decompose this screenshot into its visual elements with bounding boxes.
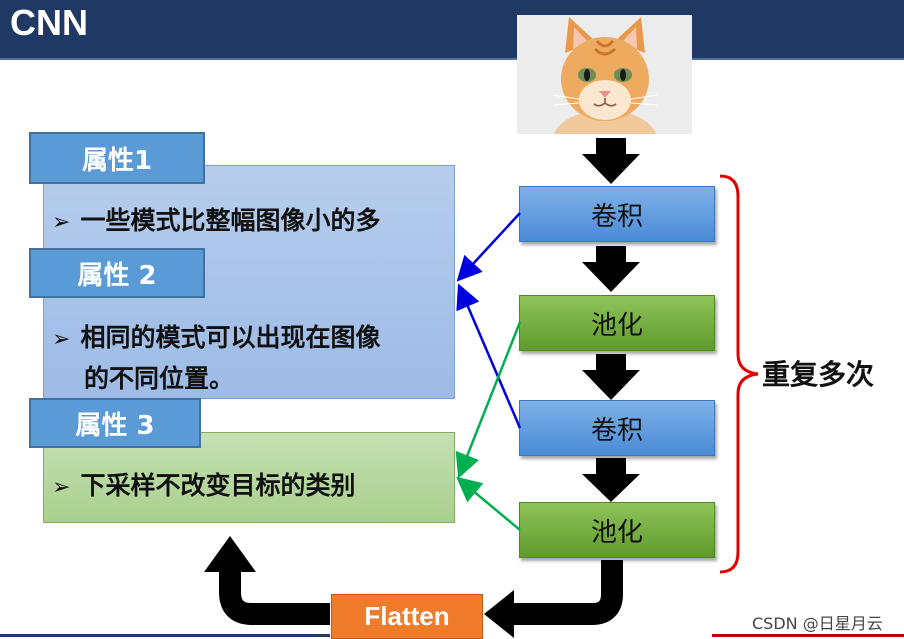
property-tab-2: 属性 2 [29,248,205,298]
flatten-to-panel-arrow [219,572,330,625]
conv-step-1: 卷积 [519,186,715,242]
slide-header [0,0,904,58]
down-arrow-icon [582,246,640,292]
pool-step-1: 池化 [519,295,715,351]
property-2-bullet: ➢相同的模式可以出现在图像 的不同位置。 [52,323,381,393]
pool-to-flatten-arrow [510,560,623,625]
watermark: CSDN @日星月云 [752,614,883,633]
down-arrow-icon [582,138,640,184]
property-3-bullet: ➢下采样不改变目标的类别 [52,471,356,500]
flatten-in-arrow-head-icon [484,590,514,638]
property-tab-1: 属性1 [29,132,205,184]
pool-to-property-arrow [455,321,522,479]
conv-to-property-arrow [456,212,521,282]
bullet-marker-icon: ➢ [52,210,71,235]
repeat-brace [719,174,759,574]
down-arrow-icon [582,458,640,502]
slide-title: CNN [10,2,88,43]
down-arrow-icon [582,354,640,400]
repeat-label: 重复多次 [762,358,875,391]
header-divider [0,58,904,60]
bullet-marker-icon: ➢ [52,327,71,352]
bullet-marker-icon: ➢ [52,475,71,500]
flatten-out-arrow-head-icon [204,536,256,572]
property-tab-3: 属性 3 [29,398,201,448]
conv-to-property-arrow [456,283,522,429]
flatten-box: Flatten [331,594,483,639]
footer-line-left [0,634,330,637]
property-1-bullet: ➢一些模式比整幅图像小的多 [52,206,381,235]
cat-image [517,15,692,134]
footer-line-right [712,634,904,637]
pool-step-2: 池化 [519,502,715,558]
pool-to-property-arrow [456,476,521,531]
